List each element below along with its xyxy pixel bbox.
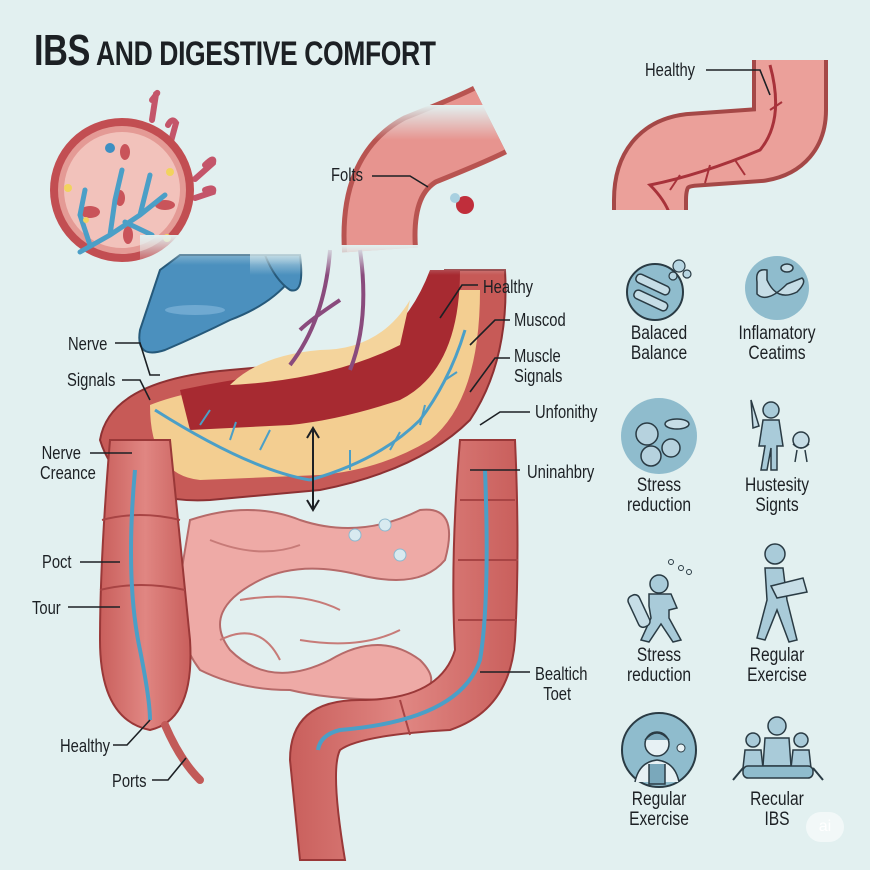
- leader-lines: [68, 69, 771, 781]
- label-poct: Poct: [42, 552, 72, 572]
- microbes-icon: [621, 398, 697, 474]
- label-nerve-creance: Nerve Creance: [40, 443, 96, 483]
- label-bealtich-toet: Bealtich Toet: [535, 664, 588, 704]
- label-tour: Tour: [32, 598, 61, 618]
- small-intestine: [176, 508, 451, 702]
- label-ports: Ports: [112, 771, 147, 791]
- descending-colon: [288, 439, 519, 861]
- walking-person-icon: [756, 543, 808, 643]
- label-unfonithy: Unfonithy: [535, 402, 598, 422]
- icon-card-recular-ibs: Recular IBS: [712, 710, 842, 830]
- person-portrait-icon: [621, 712, 697, 788]
- pills-bacteria-icon: [626, 259, 692, 321]
- label-muscle-signals: Muscle Signals: [514, 346, 563, 386]
- label-uninahbry: Uninahbry: [527, 462, 595, 482]
- page-title: IBS AND DIGESTIVE COMFORT: [34, 26, 436, 75]
- label-nerve: Nerve: [68, 334, 108, 354]
- group-people-icon: [732, 716, 824, 781]
- icon-card-inflammatory: Inflamatory Ceatims: [712, 252, 842, 364]
- person-holding-bottle-icon: [750, 399, 810, 471]
- ai-watermark-badge: ai: [806, 812, 844, 842]
- label-muscod: Muscod: [514, 310, 566, 330]
- upper-intestine-tube: [341, 85, 520, 253]
- cross-section-circle: [50, 89, 217, 262]
- label-healthy-bottom-left: Healthy: [60, 736, 111, 756]
- inflamed-organ-icon: [745, 256, 809, 320]
- label-folts: Folts: [331, 165, 363, 185]
- icon-card-balanced-balance: Balaced Balance: [594, 252, 724, 364]
- icon-card-stress-reduction-2: Stress reduction: [594, 556, 724, 686]
- healthy-intestine-illustration: [600, 60, 828, 220]
- label-healthy-top-right: Healthy: [645, 60, 696, 80]
- stressed-person-icon: [627, 559, 692, 643]
- icon-card-hustesity-signts: Hustesity Signts: [712, 396, 842, 516]
- icon-card-regular-exercise-1: Regular Exercise: [712, 540, 842, 686]
- label-healthy-center: Healthy: [483, 277, 534, 297]
- label-signals: Signals: [67, 370, 116, 390]
- transverse-colon-cross-section: [98, 245, 520, 512]
- icon-card-regular-exercise-2: Regular Exercise: [594, 710, 724, 830]
- ascending-colon: [98, 439, 204, 784]
- icon-card-stress-reduction-1: Stress reduction: [594, 396, 724, 516]
